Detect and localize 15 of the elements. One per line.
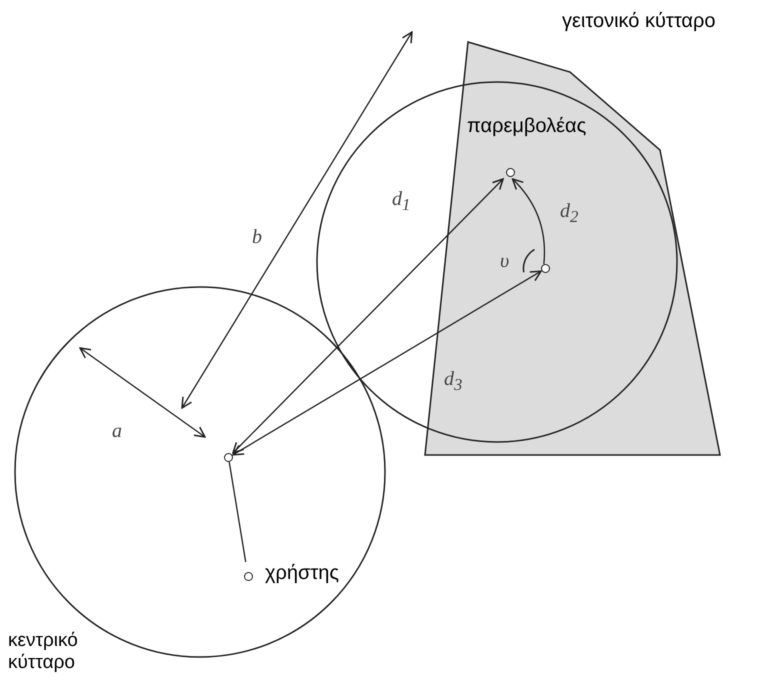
node-label: γειτονικό κύτταρο [562,10,716,33]
station-point [224,453,233,462]
arrow [512,178,546,264]
arrow [232,270,542,456]
dimension-label: b [252,226,262,249]
edge-label: d$_{1}$ [392,188,410,215]
node-label: χρήστης [265,562,340,585]
node-label: παρεμβολέας [467,115,586,138]
edge-label: d$_{2}$ [560,200,578,227]
node-label: κεντρικό κύτταρο [8,630,79,674]
connector-line [228,462,246,562]
edge-label: d$_{3}$ [444,368,462,395]
dimension-label: a [112,420,122,443]
dimension-label: υ [500,250,510,273]
arrow [232,178,504,454]
